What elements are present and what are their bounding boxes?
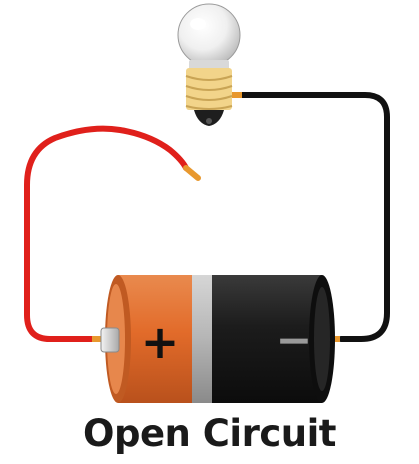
- light-bulb: [177, 3, 241, 126]
- bulb-base: [185, 68, 233, 110]
- bulb-neck: [189, 60, 229, 70]
- negative-wire: [235, 92, 390, 342]
- battery-negative-body: [200, 275, 322, 403]
- negative-wire-tip-at-bulb: [232, 92, 242, 98]
- negative-symbol: −: [276, 315, 313, 366]
- positive-symbol: +: [141, 315, 180, 369]
- battery-positive-terminal: [100, 327, 120, 353]
- battery-band: [192, 275, 212, 403]
- bulb-glass: [177, 3, 241, 67]
- battery-positive-body: [118, 275, 200, 403]
- battery: + −: [100, 275, 335, 403]
- positive-wire-tip-at-battery: [92, 336, 102, 342]
- positive-wire: [24, 125, 189, 342]
- diagram-caption: Open Circuit: [83, 412, 336, 455]
- positive-wire-loose-tip: [183, 165, 201, 181]
